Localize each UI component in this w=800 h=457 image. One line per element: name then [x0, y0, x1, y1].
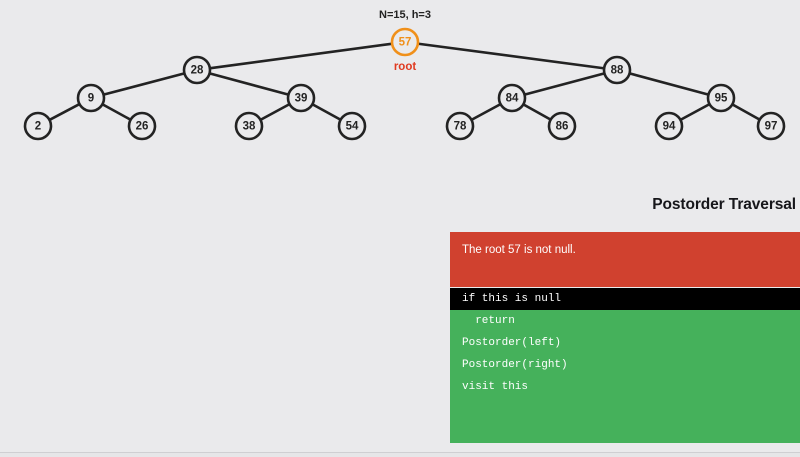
- node-value: 57: [399, 37, 412, 49]
- tree-edge: [48, 103, 81, 121]
- node-circle: [23, 111, 53, 141]
- tree-node-57[interactable]: 57: [390, 27, 420, 57]
- tree-edge: [679, 103, 711, 121]
- node-circle: [445, 111, 475, 141]
- tree-edge: [208, 72, 290, 96]
- tree-node-88[interactable]: 88: [602, 55, 632, 85]
- tree-edge: [209, 42, 393, 70]
- tree-node-97[interactable]: 97: [756, 111, 786, 141]
- status-message-text: The root 57 is not null.: [462, 244, 576, 256]
- tree-node-94[interactable]: 94: [654, 111, 684, 141]
- tree-edge: [102, 72, 186, 96]
- tree-node-9[interactable]: 9: [76, 83, 106, 113]
- tree-edge: [470, 103, 502, 121]
- node-value: 84: [506, 93, 519, 105]
- tree-canvas: 57 28 88 9 39 84 95 2 26 38 54 78 86 94 97 N=15, h=3 r…: [23, 9, 786, 141]
- traversal-title: Postorder Traversal: [652, 196, 796, 213]
- pseudocode-line-2: Postorder(left): [462, 337, 562, 349]
- node-circle: [547, 111, 577, 141]
- tree-node-38[interactable]: 38: [234, 111, 264, 141]
- tree-node-95[interactable]: 95: [706, 83, 736, 113]
- tree-node-54[interactable]: 54: [337, 111, 367, 141]
- root-tag-label: root: [394, 61, 417, 73]
- node-value: 94: [663, 121, 676, 133]
- node-value: 26: [136, 121, 149, 133]
- node-value: 54: [346, 121, 359, 133]
- tree-node-28[interactable]: 28: [182, 55, 212, 85]
- node-circle: [756, 111, 786, 141]
- node-value: 86: [556, 121, 569, 133]
- tree-edge: [417, 42, 605, 70]
- pseudocode-line-4: visit this: [462, 381, 529, 393]
- node-circle: [654, 111, 684, 141]
- binary-tree-visualization: 57 28 88 9 39 84 95 2 26 38 54 78 86 94 97 N=15, h=3 r…: [0, 0, 800, 185]
- tree-edge: [101, 103, 132, 121]
- node-circle: [602, 55, 632, 85]
- tree-edge: [259, 103, 291, 121]
- tree-edge: [311, 103, 342, 121]
- tree-node-78[interactable]: 78: [445, 111, 475, 141]
- tree-node-39[interactable]: 39: [286, 83, 316, 113]
- node-circle: [286, 83, 316, 113]
- bottom-strip: [0, 453, 800, 457]
- node-circle: [337, 111, 367, 141]
- tree-node-84[interactable]: 84: [497, 83, 527, 113]
- node-value: 97: [765, 121, 778, 133]
- node-circle: [390, 27, 420, 57]
- node-value: 2: [35, 121, 41, 133]
- tree-edge: [523, 72, 606, 96]
- bottom-divider: [0, 452, 800, 453]
- tree-edge: [731, 103, 761, 121]
- tree-edge: [628, 72, 710, 96]
- status-message-box: The root 57 is not null.: [450, 232, 800, 287]
- tree-node-26[interactable]: 26: [127, 111, 157, 141]
- node-circle: [234, 111, 264, 141]
- node-circle: [182, 55, 212, 85]
- node-circle: [127, 111, 157, 141]
- node-value: 78: [454, 121, 467, 133]
- tree-stats-label: N=15, h=3: [379, 9, 431, 21]
- tree-node-layer: 57 28 88 9 39 84 95 2 26 38 54 78 86 94 97: [23, 27, 786, 141]
- pseudocode-line-0: if this is null: [450, 288, 800, 310]
- node-value: 9: [88, 93, 94, 105]
- node-value: 88: [611, 65, 624, 77]
- node-circle: [76, 83, 106, 113]
- node-value: 38: [243, 121, 256, 133]
- tree-edge-layer: [48, 42, 761, 121]
- tree-edge: [522, 103, 552, 121]
- tree-node-2[interactable]: 2: [23, 111, 53, 141]
- node-value: 28: [191, 65, 204, 77]
- node-circle: [497, 83, 527, 113]
- traversal-panel: Postorder Traversal The root 57 is not n…: [447, 196, 800, 444]
- pseudocode-line-3: Postorder(right): [462, 359, 568, 371]
- tree-node-86[interactable]: 86: [547, 111, 577, 141]
- node-circle: [706, 83, 736, 113]
- pseudocode-line-1: return: [462, 315, 515, 327]
- node-value: 95: [715, 93, 728, 105]
- node-value: 39: [295, 93, 308, 105]
